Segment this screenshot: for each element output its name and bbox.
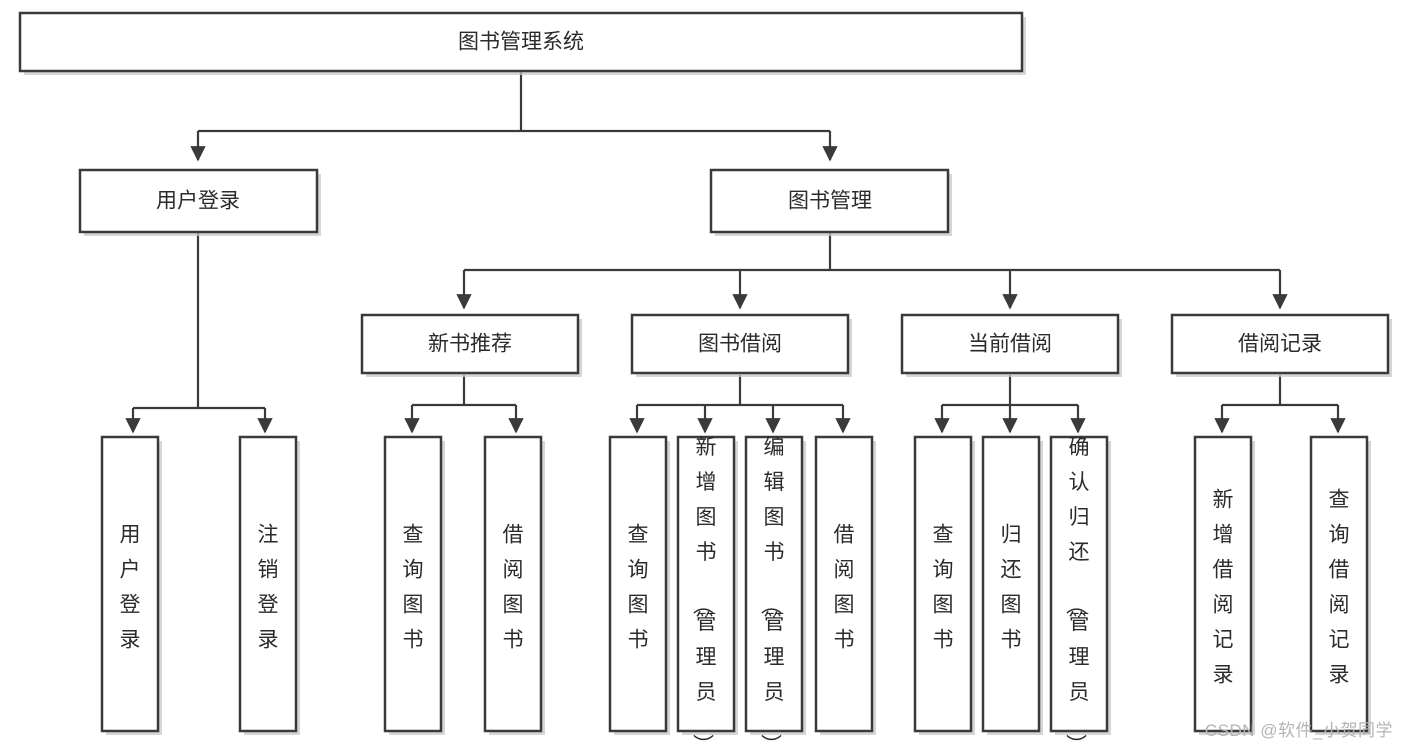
leaf-node-label: 归还图书 <box>1001 523 1022 651</box>
node-book-manage[interactable]: 图书管理 <box>709 168 952 236</box>
leaf-node[interactable] <box>383 435 445 735</box>
node-borrow-record-label: 借阅记录 <box>1238 333 1322 356</box>
leaf-label-layer: 用户登录 注销登录 查询图书 借阅图书 查询图书 新增图书（管理员） 编辑图书（管理员） 借阅… <box>120 436 1350 747</box>
leaf-node[interactable] <box>483 435 545 735</box>
leaf-node[interactable] <box>1193 435 1255 735</box>
leaf-node-label: 注销登录 <box>258 523 279 651</box>
leaf-node[interactable] <box>238 435 300 735</box>
leaf-node-label: 编辑图书（管理员） <box>759 436 785 747</box>
leaf-node-label: 确认归还（管理员） <box>1064 436 1090 747</box>
node-user-login[interactable]: 用户登录 <box>78 168 321 236</box>
node-current-borrow[interactable]: 当前借阅 <box>900 313 1122 377</box>
leaf-node-label: 查询借阅记录 <box>1329 488 1350 686</box>
leaf-node[interactable] <box>1049 435 1111 735</box>
leaf-node-label: 查询图书 <box>403 523 424 651</box>
leaf-node[interactable] <box>100 435 162 735</box>
leaf-node-label: 查询图书 <box>628 523 649 651</box>
leaf-node[interactable] <box>676 435 738 735</box>
leaf-node-label: 借阅图书 <box>503 523 524 651</box>
node-root[interactable]: 图书管理系统 <box>18 11 1026 75</box>
leaf-node[interactable] <box>608 435 670 735</box>
leaf-node[interactable] <box>1309 435 1371 735</box>
leaf-node[interactable] <box>814 435 876 735</box>
node-root-label: 图书管理系统 <box>458 31 584 54</box>
leaf-node[interactable] <box>981 435 1043 735</box>
node-user-login-label: 用户登录 <box>156 190 240 213</box>
leaf-node-label: 查询图书 <box>933 523 954 651</box>
csdn-watermark: CSDN @软件_小贺同学 <box>1204 721 1393 740</box>
connector-layer <box>125 71 1346 434</box>
node-book-borrow[interactable]: 图书借阅 <box>630 313 852 377</box>
node-new-book-recommend[interactable]: 新书推荐 <box>360 313 582 377</box>
leaf-node[interactable] <box>913 435 975 735</box>
leaf-node-label: 新增图书（管理员） <box>691 436 717 747</box>
node-current-borrow-label: 当前借阅 <box>968 333 1052 356</box>
node-new-book-recommend-label: 新书推荐 <box>428 333 512 356</box>
node-borrow-record[interactable]: 借阅记录 <box>1170 313 1392 377</box>
leaf-node-label: 借阅图书 <box>834 523 855 651</box>
node-book-borrow-label: 图书借阅 <box>698 333 782 356</box>
node-book-manage-label: 图书管理 <box>788 190 872 213</box>
leaf-node-label: 新增借阅记录 <box>1213 488 1234 686</box>
leaf-node-label: 用户登录 <box>120 523 141 651</box>
leaf-node[interactable] <box>744 435 806 735</box>
